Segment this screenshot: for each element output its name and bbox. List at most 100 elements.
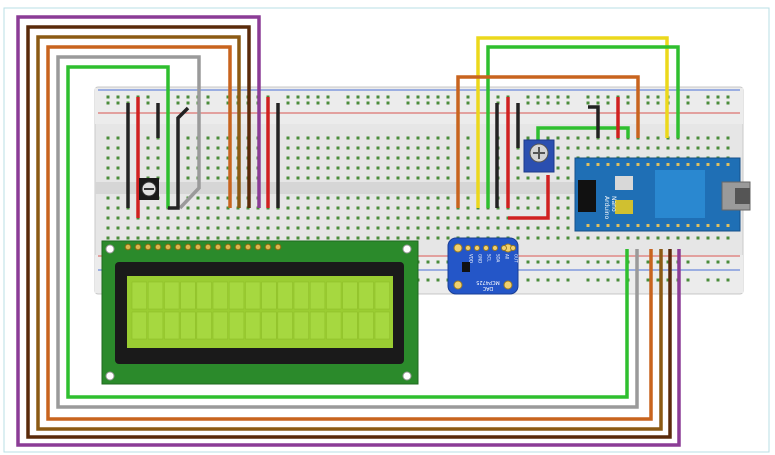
breadboard-hole xyxy=(466,156,470,160)
blue-potentiometer[interactable] xyxy=(523,139,555,173)
rail-hole xyxy=(556,101,560,105)
arduino-pin xyxy=(596,163,600,166)
breadboard-hole xyxy=(106,156,110,160)
breadboard-hole xyxy=(376,136,380,140)
lcd-mount-hole-1 xyxy=(105,244,115,254)
breadboard-hole xyxy=(306,176,310,180)
breadboard-hole xyxy=(246,216,250,220)
breadboard-hole xyxy=(296,156,300,160)
breadboard-hole xyxy=(126,216,130,220)
rail-hole xyxy=(316,95,320,99)
arduino-nano[interactable]: Arduino Nano xyxy=(574,157,751,232)
dac-pin xyxy=(492,245,498,251)
breadboard-hole xyxy=(436,166,440,170)
breadboard-hole xyxy=(196,236,200,240)
breadboard-hole xyxy=(436,236,440,240)
breadboard-hole xyxy=(466,196,470,200)
rail-hole xyxy=(436,260,440,264)
wire-black-left-3[interactable] xyxy=(168,106,190,210)
breadboard-hole xyxy=(266,226,270,230)
breadboard-hole xyxy=(226,236,230,240)
arduino-pin xyxy=(606,224,610,227)
breadboard-hole xyxy=(216,146,220,150)
breadboard-hole xyxy=(406,166,410,170)
rail-hole xyxy=(626,101,630,105)
rail-hole xyxy=(386,95,390,99)
rail-hole xyxy=(586,260,590,264)
breadboard-hole xyxy=(316,226,320,230)
wire-green-top[interactable] xyxy=(486,45,680,208)
breadboard-hole xyxy=(346,226,350,230)
lcd-pin xyxy=(154,243,162,251)
breadboard-hole xyxy=(296,146,300,150)
lcd-contrast-potentiometer[interactable] xyxy=(139,178,159,200)
rail-hole xyxy=(606,260,610,264)
breadboard-hole xyxy=(316,216,320,220)
rail-hole xyxy=(366,95,370,99)
wire-green-lcd[interactable] xyxy=(66,65,629,399)
wire-brown[interactable] xyxy=(36,35,663,431)
arduino-reset-button xyxy=(615,200,633,214)
rail-hole xyxy=(716,95,720,99)
arduino-pin xyxy=(726,224,730,227)
rail-hole xyxy=(666,260,670,264)
breadboard-hole xyxy=(286,136,290,140)
breadboard-hole xyxy=(646,146,650,150)
wire-darkbrown[interactable] xyxy=(26,25,672,439)
breadboard-hole xyxy=(116,236,120,240)
breadboard-hole xyxy=(116,216,120,220)
breadboard-hole xyxy=(386,156,390,160)
rail-hole xyxy=(566,278,570,282)
wire-red-pot[interactable] xyxy=(508,175,550,220)
arduino-pin xyxy=(676,163,680,166)
breadboard-hole xyxy=(496,216,500,220)
breadboard-hole xyxy=(126,226,130,230)
wire-black-arduino[interactable] xyxy=(588,105,600,138)
rail-hole xyxy=(206,95,210,99)
breadboard-hole xyxy=(146,156,150,160)
breadboard-hole xyxy=(566,136,570,140)
breadboard-hole xyxy=(446,136,450,140)
wire-orange-lcd[interactable] xyxy=(46,45,653,421)
breadboard-hole xyxy=(406,236,410,240)
breadboard-hole xyxy=(366,156,370,160)
breadboard-hole xyxy=(366,196,370,200)
breadboard-hole xyxy=(556,166,560,170)
breadboard-hole xyxy=(616,236,620,240)
breadboard-hole xyxy=(726,236,730,240)
breadboard-hole xyxy=(366,216,370,220)
lcd-16x2[interactable] xyxy=(101,240,419,385)
breadboard-hole xyxy=(216,206,220,210)
breadboard-hole xyxy=(396,176,400,180)
rail-hole xyxy=(376,95,380,99)
breadboard-hole xyxy=(226,206,230,210)
wire-green-pot[interactable] xyxy=(536,126,630,148)
lcd-pin xyxy=(184,243,192,251)
wire-yellow[interactable] xyxy=(476,36,669,208)
breadboard-hole xyxy=(416,156,420,160)
wire-orange-top[interactable] xyxy=(456,75,640,208)
lcd-cell xyxy=(277,311,293,340)
breadboard-hole xyxy=(206,196,210,200)
rail-hole xyxy=(326,101,330,105)
rail-hole xyxy=(176,95,180,99)
breadboard-hole xyxy=(576,236,580,240)
wire-purple[interactable] xyxy=(16,15,681,447)
breadboard-hole xyxy=(436,196,440,200)
breadboard-hole xyxy=(176,226,180,230)
breadboard-hole xyxy=(346,136,350,140)
rail-hole xyxy=(286,101,290,105)
breadboard-hole xyxy=(266,216,270,220)
breadboard-hole xyxy=(386,136,390,140)
breadboard-hole xyxy=(116,156,120,160)
arduino-pin xyxy=(686,163,690,166)
lcd-pin xyxy=(144,243,152,251)
arduino-pin xyxy=(716,224,720,227)
dac-pin-label: SDA xyxy=(496,254,501,263)
wire-gray[interactable] xyxy=(56,55,639,409)
breadboard-hole xyxy=(326,146,330,150)
arduino-pin xyxy=(656,163,660,166)
arduino-pin xyxy=(636,163,640,166)
rail-hole xyxy=(596,278,600,282)
